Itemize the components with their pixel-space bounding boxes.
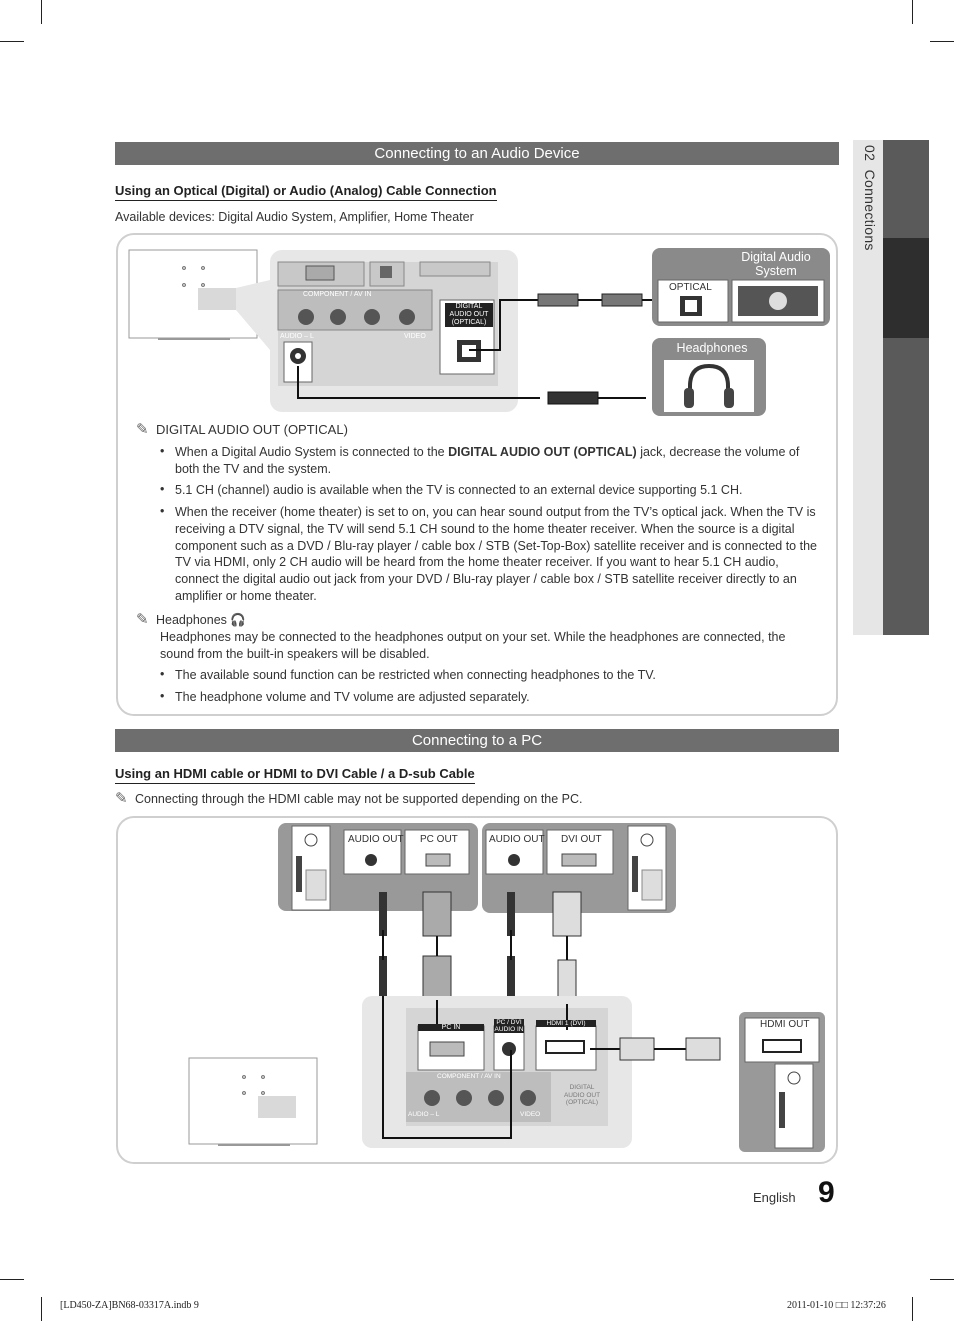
headphones-title: Headphones bbox=[676, 341, 748, 355]
pc-dvi-line2: AUDIO IN bbox=[494, 1026, 524, 1033]
note2-bullet-1: The available sound function can be rest… bbox=[175, 668, 656, 682]
note1-bullet-2: 5.1 CH (channel) audio is available when… bbox=[175, 483, 743, 497]
component-av-label: COMPONENT / AV IN bbox=[437, 1073, 501, 1080]
pc-dvi-line1: PC / DVI bbox=[496, 1019, 522, 1026]
pc-in-label: PC IN bbox=[418, 1024, 484, 1031]
note2-body: Headphones may be connected to the headp… bbox=[160, 630, 786, 661]
digital-audio-system-title: Digital Audio System bbox=[741, 250, 811, 278]
audio-panel bbox=[116, 233, 838, 716]
side-tab-background bbox=[853, 140, 883, 635]
side-tab-block bbox=[883, 140, 929, 238]
crop-mark bbox=[0, 1279, 24, 1280]
bullet-dot: • bbox=[160, 482, 165, 496]
crop-mark bbox=[930, 1279, 954, 1280]
note1-bullet-1: When a Digital Audio System is connected… bbox=[175, 444, 820, 478]
bullet-dot: • bbox=[160, 444, 165, 458]
digital-out-line2: AUDIO OUT bbox=[563, 1091, 601, 1099]
pc-note-text: Connecting through the HDMI cable may no… bbox=[135, 792, 583, 806]
side-tab-block bbox=[883, 338, 929, 635]
digital-out-line1: DIGITAL bbox=[569, 1084, 595, 1091]
optical-label: OPTICAL bbox=[669, 282, 712, 293]
available-devices: Available devices: Digital Audio System,… bbox=[115, 210, 474, 224]
note1-bullet-1-post: jack, decrease the volume of both the TV… bbox=[175, 445, 800, 476]
component-av-label: COMPONENT / AV IN bbox=[303, 291, 372, 298]
digital-out-line2: AUDIO OUT bbox=[449, 311, 489, 318]
chapter-number: 02 bbox=[862, 145, 878, 162]
digital-out-line3: (OPTICAL) bbox=[565, 1099, 599, 1106]
pc-dvi-audio-in-label: PC / DVI AUDIO IN bbox=[494, 1019, 524, 1033]
audio-out-label-1: AUDIO OUT bbox=[348, 834, 404, 845]
note2-title-text: Headphones bbox=[156, 613, 227, 627]
hdmi-in-label: HDMI 1 (DVI) bbox=[536, 1020, 596, 1027]
video-label: VIDEO bbox=[404, 333, 426, 340]
section-title-audio: Connecting to an Audio Device bbox=[115, 142, 839, 165]
crop-mark bbox=[41, 0, 42, 24]
bullet-dot: • bbox=[160, 667, 165, 681]
note1-bullet-1-pre: When a Digital Audio System is connected… bbox=[175, 445, 449, 459]
bullet-dot: • bbox=[160, 504, 165, 518]
pencil-note-icon: ✎ bbox=[136, 421, 149, 438]
pc-note: ✎ Connecting through the HDMI cable may n… bbox=[115, 790, 583, 808]
dvi-out-label: DVI OUT bbox=[561, 834, 602, 845]
audio-diagram bbox=[128, 248, 830, 416]
crop-mark bbox=[930, 41, 954, 42]
crop-mark bbox=[912, 1297, 913, 1321]
pc-panel bbox=[116, 816, 838, 1164]
page-language: English bbox=[753, 1190, 796, 1205]
audio-out-label-2: AUDIO OUT bbox=[489, 834, 545, 845]
crop-mark bbox=[0, 41, 24, 42]
headphone-cable bbox=[297, 366, 540, 399]
headphones-icon bbox=[688, 363, 730, 403]
note1-bullet-3: When the receiver (home theater) is set … bbox=[175, 505, 817, 603]
footer-timestamp: 2011-01-10 □□ 12:37:26 bbox=[787, 1300, 886, 1311]
crop-mark bbox=[41, 1297, 42, 1321]
optical-cable bbox=[469, 299, 538, 351]
audio-l-label: AUDIO – L bbox=[280, 333, 314, 340]
side-tab-block-active bbox=[883, 238, 929, 338]
headphones-small-icon: 🎧 bbox=[230, 613, 246, 627]
note2-bullet-2: The headphone volume and TV volume are a… bbox=[175, 690, 530, 704]
pc-out-label: PC OUT bbox=[420, 834, 458, 845]
note1-bullet-1-bold: DIGITAL AUDIO OUT (OPTICAL) bbox=[448, 445, 637, 459]
footer-file: [LD450-ZA]BN68-03317A.indb 9 bbox=[60, 1300, 199, 1311]
hdmi-out-label: HDMI OUT bbox=[760, 1019, 810, 1030]
pc-diagram bbox=[188, 823, 825, 1152]
audio-l-label: AUDIO – L bbox=[408, 1111, 440, 1118]
video-label: VIDEO bbox=[520, 1111, 541, 1118]
note2-title: ✎ Headphones 🎧 bbox=[136, 611, 246, 629]
section-title-pc: Connecting to a PC bbox=[115, 729, 839, 752]
digital-out-line3: (OPTICAL) bbox=[451, 319, 487, 326]
pencil-note-icon: ✎ bbox=[136, 611, 149, 628]
note1-title: ✎ DIGITAL AUDIO OUT (OPTICAL) bbox=[136, 421, 348, 439]
page-number: 9 bbox=[818, 1176, 835, 1209]
digital-out-line1: DIGITAL bbox=[455, 303, 483, 310]
crop-mark bbox=[912, 0, 913, 24]
chapter-title: Connections bbox=[862, 169, 878, 251]
subheading-optical: Using an Optical (Digital) or Audio (Ana… bbox=[115, 183, 497, 201]
side-tab-label: 02 Connections bbox=[858, 145, 878, 275]
bullet-dot: • bbox=[160, 689, 165, 703]
subheading-hdmi: Using an HDMI cable or HDMI to DVI Cable… bbox=[115, 766, 475, 784]
digital-out-label: DIGITAL AUDIO OUT (OPTICAL) bbox=[445, 303, 493, 327]
digital-out-label: DIGITAL AUDIO OUT (OPTICAL) bbox=[560, 1084, 604, 1107]
pencil-note-icon: ✎ bbox=[115, 790, 128, 807]
note1-title-text: DIGITAL AUDIO OUT (OPTICAL) bbox=[156, 422, 348, 437]
